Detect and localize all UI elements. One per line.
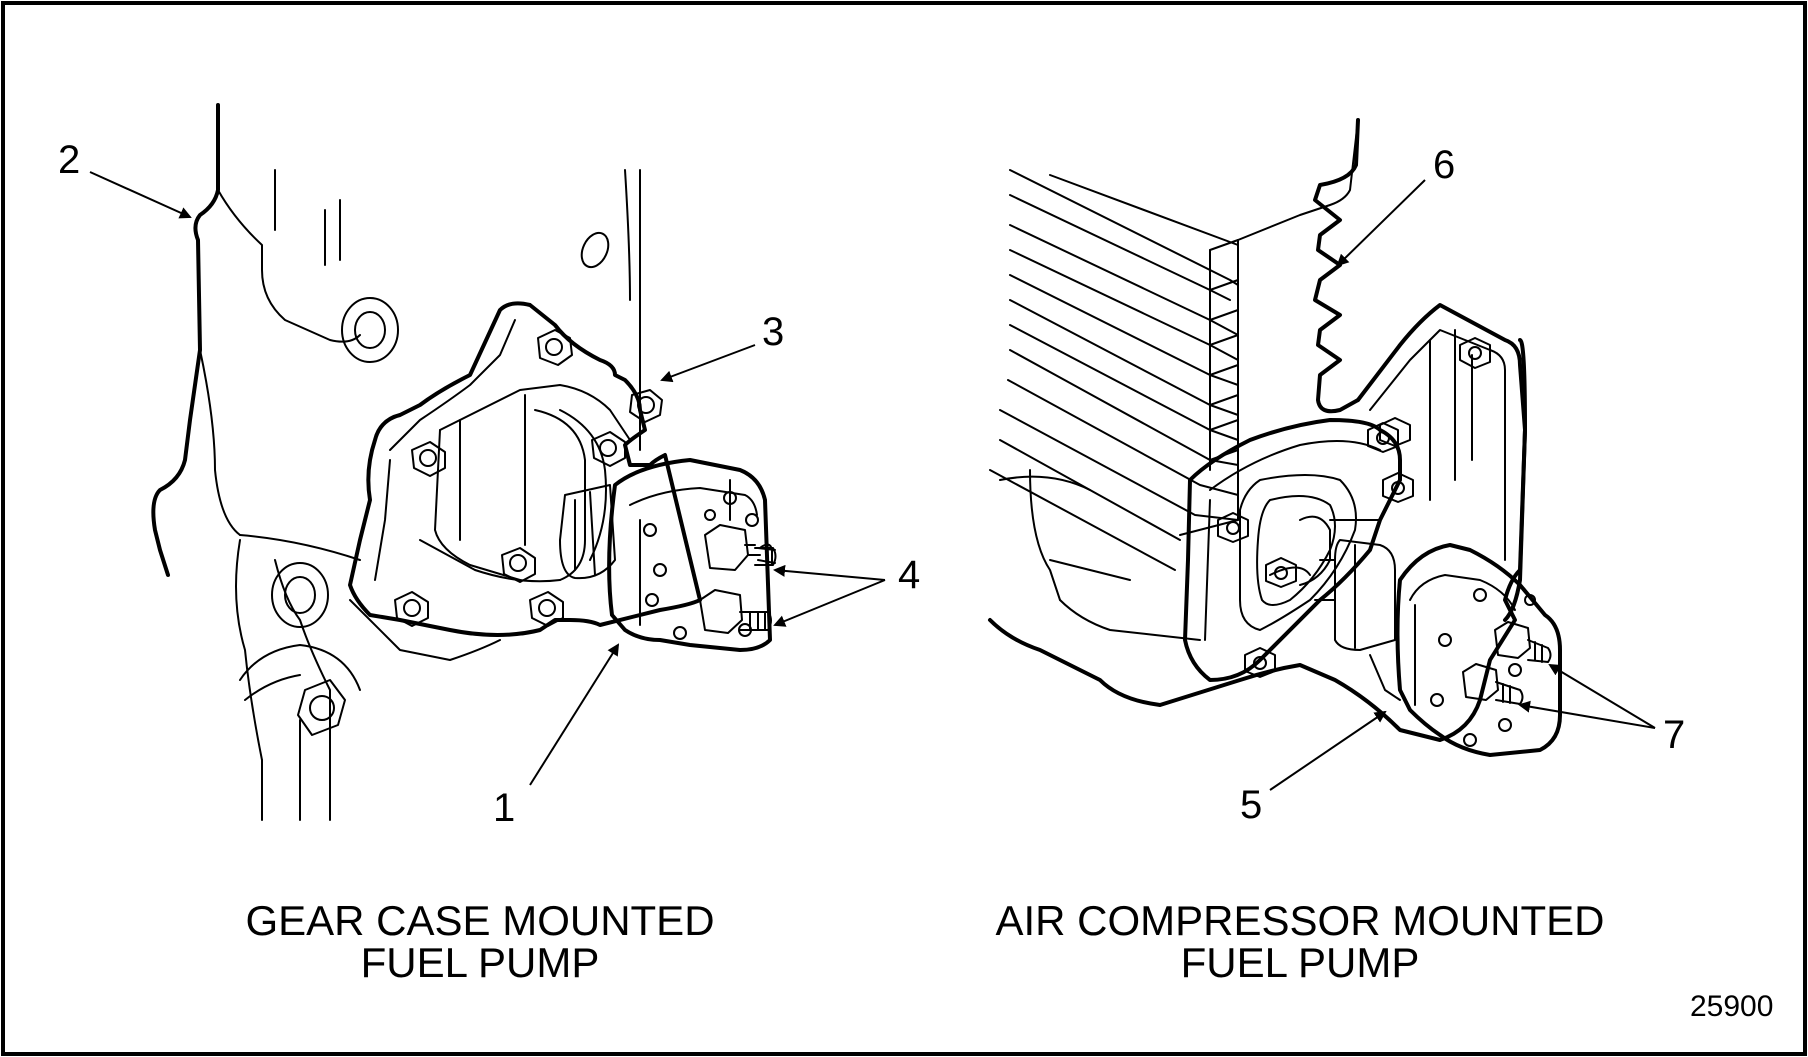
flange-bolts — [394, 329, 663, 627]
leader-5 — [1269, 710, 1387, 791]
figure-number: 25900 — [1690, 990, 1774, 1023]
callout-3: 3 — [762, 310, 785, 354]
leader-7a — [1548, 663, 1656, 729]
gear-case-casting — [199, 169, 641, 821]
leader-7b — [1518, 700, 1656, 729]
gear-case-pump-head-detail — [629, 487, 759, 640]
callout-7: 7 — [1663, 713, 1686, 757]
compressor-pump-head-detail — [1409, 574, 1536, 747]
left-callout-leaders — [89, 171, 886, 786]
leader-6 — [1336, 179, 1426, 267]
compressor-flange-detail — [1204, 440, 1381, 641]
callout-4: 4 — [898, 553, 921, 597]
caption-gear-case-line2: FUEL PUMP — [360, 939, 600, 986]
caption-air-compressor-line1: AIR COMPRESSOR MOUNTED — [995, 897, 1605, 944]
caption-gear-case: GEAR CASE MOUNTED FUEL PUMP — [180, 900, 780, 984]
leader-4b — [773, 579, 886, 627]
compressor-flange — [1183, 418, 1402, 682]
gear-case-pump-head — [607, 458, 772, 652]
right-callout-leaders — [1269, 179, 1656, 791]
compressor-flange-bolts — [1217, 422, 1414, 678]
caption-air-compressor-line2: FUEL PUMP — [1180, 939, 1420, 986]
gear-case-edge — [151, 103, 220, 577]
compressor-broken-edge — [1313, 118, 1360, 414]
callout-1: 1 — [493, 786, 516, 830]
compressor-pump-head — [1395, 543, 1562, 757]
leader-1 — [529, 643, 620, 786]
compressor-fittings — [1462, 621, 1552, 705]
compressor-bracket — [1356, 303, 1527, 622]
leader-4a — [773, 564, 886, 581]
compressor-pump-body — [1314, 539, 1401, 701]
callout-5: 5 — [1240, 783, 1263, 827]
gear-case-flange-detail — [374, 319, 631, 583]
leader-2 — [89, 171, 192, 219]
compressor-fins — [989, 119, 1359, 571]
callout-2: 2 — [58, 138, 81, 182]
compressor-bracket-detail — [999, 329, 1506, 641]
caption-air-compressor: AIR COMPRESSOR MOUNTED FUEL PUMP — [970, 900, 1630, 984]
caption-gear-case-line1: GEAR CASE MOUNTED — [245, 897, 715, 944]
leader-3 — [660, 344, 756, 383]
gear-case-fittings — [699, 479, 777, 634]
gear-case-view — [151, 103, 777, 821]
air-compressor-view — [988, 118, 1562, 757]
callout-6: 6 — [1433, 143, 1456, 187]
gear-case-pump-body — [559, 484, 616, 580]
bracket-bolts — [1379, 337, 1491, 447]
